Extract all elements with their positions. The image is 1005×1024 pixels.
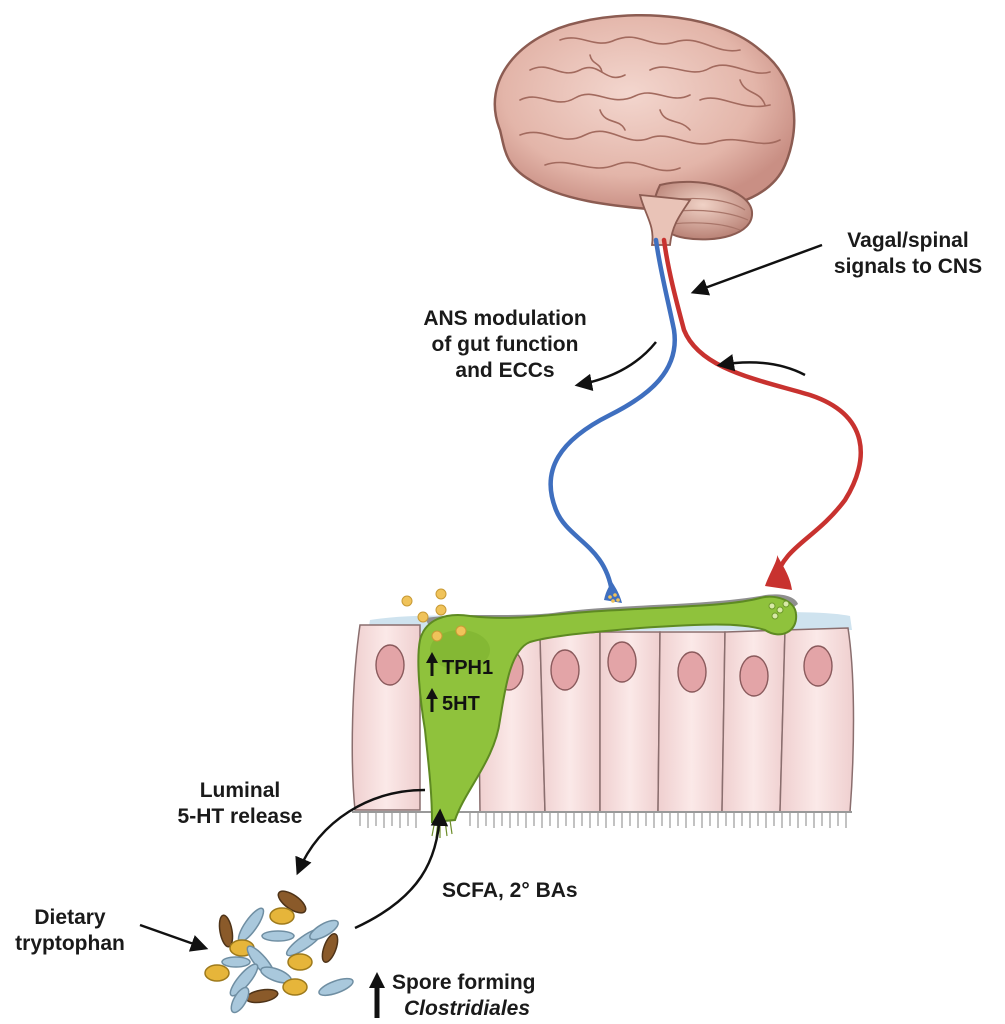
afferent-terminal	[765, 555, 792, 590]
spore-label-line-2: Clostridiales	[404, 997, 531, 1020]
tph1-arrow	[426, 652, 438, 676]
spore-up-arrow	[369, 972, 385, 1018]
nerve-fibers	[548, 237, 864, 603]
dietary-label-line-1: Dietary	[34, 906, 106, 929]
spore-label: Spore forming Clostridiales	[392, 970, 592, 1022]
luminal-label-line-2: 5-HT release	[177, 805, 303, 828]
ans-label-line-2: of gut function	[431, 333, 579, 356]
luminal-label-line-1: Luminal	[199, 779, 281, 802]
luminal-label: Luminal 5-HT release	[160, 778, 320, 830]
ans-label-line-1: ANS modulation	[423, 307, 587, 330]
efferent-nerve	[548, 237, 678, 595]
gut-epithelium	[351, 594, 855, 839]
vagal-label: Vagal/spinal signals to CNS	[818, 228, 998, 280]
vagal-label-line-2: signals to CNS	[833, 255, 983, 278]
vagal-label-line-1: Vagal/spinal	[847, 229, 969, 252]
gut-bacteria	[204, 890, 354, 1014]
scfa-label: SCFA, 2° BAs	[442, 879, 578, 902]
afferent-direction-arrow	[716, 354, 806, 377]
brush-border	[359, 812, 847, 828]
dietary-label: Dietary tryptophan	[0, 905, 140, 957]
ans-arrow	[574, 341, 657, 391]
scfa-arrow	[354, 808, 449, 930]
dietary-arrow	[139, 923, 209, 952]
5ht-label: 5HT	[442, 693, 480, 715]
5ht-arrow	[426, 688, 438, 712]
ans-label: ANS modulation of gut function and ECCs	[400, 306, 610, 384]
vagal-arrow	[690, 243, 823, 296]
brain	[493, 14, 796, 246]
annotation-arrows	[139, 243, 823, 952]
luminal-release-arrow	[295, 788, 426, 876]
afferent-nerve	[661, 237, 864, 583]
serotonin-granules	[401, 588, 467, 642]
tph1-label: TPH1	[442, 657, 494, 679]
spore-label-line-1: Spore forming	[392, 971, 536, 994]
dietary-label-line-2: tryptophan	[15, 932, 125, 955]
ans-label-line-3: and ECCs	[455, 359, 555, 382]
